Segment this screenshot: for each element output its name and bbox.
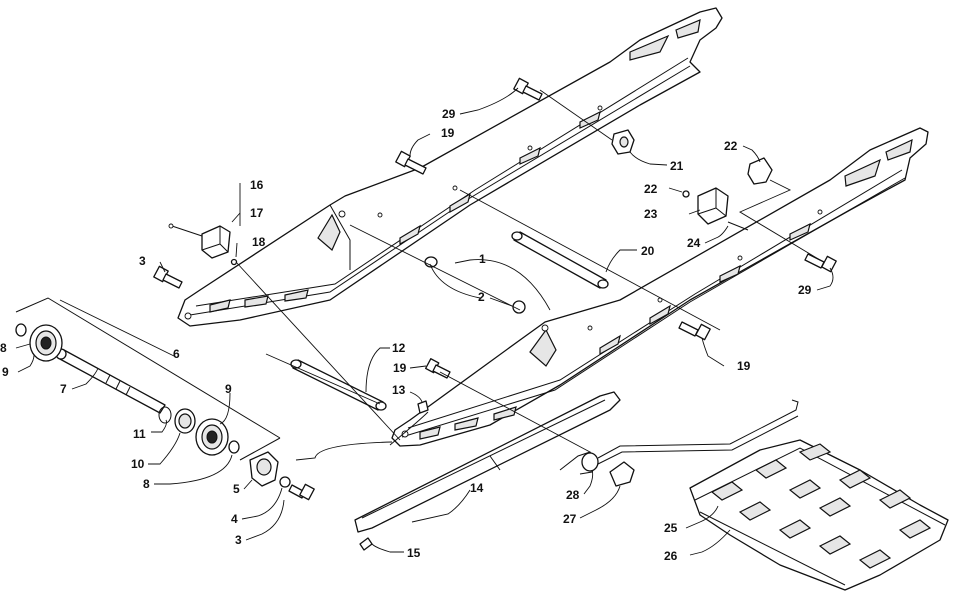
callout-label: 15 xyxy=(407,546,421,560)
rod-spring-arm xyxy=(597,399,799,465)
callout-label: 24 xyxy=(687,236,701,250)
wear-strip-14 xyxy=(354,391,621,533)
callout-label: 27 xyxy=(563,512,577,526)
callout-label: 6 xyxy=(173,347,180,361)
callout-label: 9 xyxy=(2,365,9,379)
bracket-17 xyxy=(201,225,231,259)
spacer-8-right xyxy=(228,440,240,454)
callout-label: 16 xyxy=(250,178,264,192)
callout-label: 23 xyxy=(644,207,658,221)
washer-4 xyxy=(279,476,291,488)
bolt-29-upper xyxy=(513,77,543,101)
spring-28 xyxy=(559,451,599,475)
idler-wheel-9-right xyxy=(195,418,229,456)
callout-label: 3 xyxy=(235,533,242,547)
callout-label: 18 xyxy=(252,235,266,249)
clip-13 xyxy=(417,400,429,414)
callout-label: 29 xyxy=(798,283,812,297)
callout-label: 13 xyxy=(392,383,406,397)
cross-shaft-20 xyxy=(511,231,609,289)
bushing-22 xyxy=(747,157,773,185)
callout-label: 20 xyxy=(641,244,655,258)
bolt-3-upper xyxy=(153,265,183,289)
callout-label: 3 xyxy=(139,254,146,268)
callout-label: 12 xyxy=(392,341,406,355)
clip-18 xyxy=(230,258,238,266)
callout-label: 5 xyxy=(233,482,240,496)
shaft-12 xyxy=(290,359,387,411)
spacer-8-left xyxy=(15,323,27,337)
callout-labels: 1 2 3 3 4 5 6 7 8 8 9 9 10 11 12 13 14 1… xyxy=(0,107,812,563)
pivot-27 xyxy=(609,461,635,487)
idler-wheel-9-left xyxy=(29,324,63,362)
callout-label: 7 xyxy=(60,382,67,396)
end-cap-5 xyxy=(249,451,279,487)
callout-label: 21 xyxy=(670,159,684,173)
callout-label: 4 xyxy=(231,512,238,526)
callout-label: 14 xyxy=(470,481,484,495)
callout-label: 11 xyxy=(133,427,146,441)
callout-label: 10 xyxy=(131,457,145,471)
bolt-19-right xyxy=(678,321,711,341)
slide-block-23 xyxy=(697,187,729,225)
callout-label: 29 xyxy=(442,107,456,121)
front-slide-rail xyxy=(391,127,929,447)
snap-ring-11 xyxy=(158,406,172,424)
callout-label: 19 xyxy=(737,359,751,373)
callout-label: 26 xyxy=(664,549,678,563)
pin-24 xyxy=(727,221,749,231)
group-bracket-6 xyxy=(15,297,281,461)
callout-label: 19 xyxy=(393,361,407,375)
callout-label: 28 xyxy=(566,488,580,502)
bolt-19-middle xyxy=(425,358,451,379)
callout-label: 17 xyxy=(250,206,264,220)
bolt-29-right xyxy=(804,253,837,273)
callout-label: 2 xyxy=(478,290,485,304)
callout-label: 22 xyxy=(724,139,738,153)
track-clips xyxy=(710,443,932,569)
bearing-10 xyxy=(174,408,196,434)
callout-label: 1 xyxy=(479,252,486,266)
callout-label: 25 xyxy=(664,521,678,535)
callout-label: 9 xyxy=(225,382,232,396)
leader-lines xyxy=(15,87,834,556)
callout-label: 8 xyxy=(0,341,7,355)
callout-label: 22 xyxy=(644,182,658,196)
track-section xyxy=(689,439,949,591)
rear-slide-rail xyxy=(177,7,723,327)
callout-label: 8 xyxy=(143,477,150,491)
callout-label: 19 xyxy=(441,126,455,140)
bolt-3-lower xyxy=(288,483,315,501)
nut-21 xyxy=(611,129,635,155)
washer-22-small xyxy=(682,190,690,198)
screw-15 xyxy=(359,537,373,551)
pin-16 xyxy=(168,223,203,237)
bolt-19-upper xyxy=(395,150,427,175)
